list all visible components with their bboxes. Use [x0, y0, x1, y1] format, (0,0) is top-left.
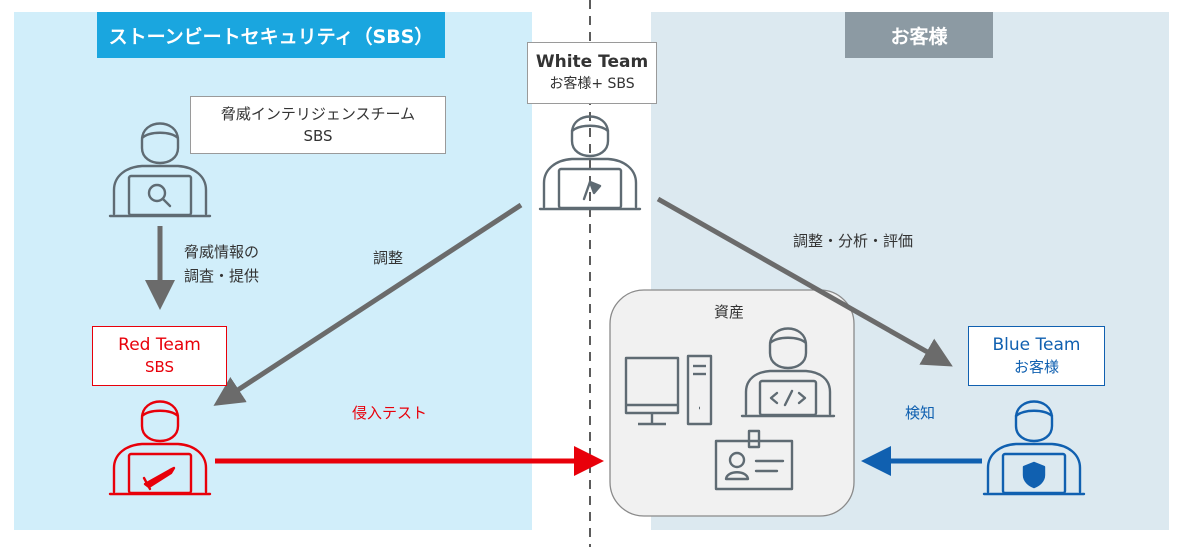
id-card-icon — [714, 429, 794, 491]
threat-intel-team-title: 脅威インテリジェンスチーム — [220, 105, 416, 123]
threat-to-red-label-line1: 脅威情報の — [184, 243, 260, 261]
blue-to-assets-label: 検知 — [905, 404, 936, 422]
threat-to-red-label-line2: 調査・提供 — [184, 267, 260, 285]
white-to-red-label: 調整 — [373, 249, 404, 267]
blue-team-box: Blue Team お客様 — [968, 326, 1105, 386]
threat-intel-team-box: 脅威インテリジェンスチーム SBS — [190, 96, 446, 154]
sbs-header: ストーンビートセキュリティ（SBS） — [97, 12, 445, 58]
customer-header: お客様 — [845, 12, 993, 58]
white-team-member-icon — [538, 115, 642, 211]
developer-icon — [740, 327, 836, 418]
blue-team-org: お客様 — [1013, 358, 1059, 376]
red-team-attacker-icon — [108, 400, 212, 496]
white-team-org: お客様+ SBS — [549, 76, 635, 92]
arrow-white-to-red — [213, 202, 523, 406]
arrow-white-to-blue — [656, 196, 953, 367]
desktop-computer-icon — [624, 354, 713, 426]
white-team-box: White Team お客様+ SBS — [527, 42, 657, 104]
red-to-assets-label: 侵入テスト — [352, 404, 428, 422]
white-team-title: White Team — [535, 52, 649, 72]
threat-intel-analyst-icon — [108, 122, 212, 218]
red-team-org: SBS — [144, 358, 175, 376]
threat-intel-team-org: SBS — [303, 127, 333, 145]
blue-team-defender-icon — [982, 400, 1086, 496]
red-team-title: Red Team — [118, 335, 201, 355]
red-team-box: Red Team SBS — [92, 326, 227, 386]
blue-team-title: Blue Team — [992, 335, 1081, 355]
white-to-blue-label: 調整・分析・評価 — [793, 232, 914, 250]
assets-label: 資産 — [714, 303, 745, 321]
